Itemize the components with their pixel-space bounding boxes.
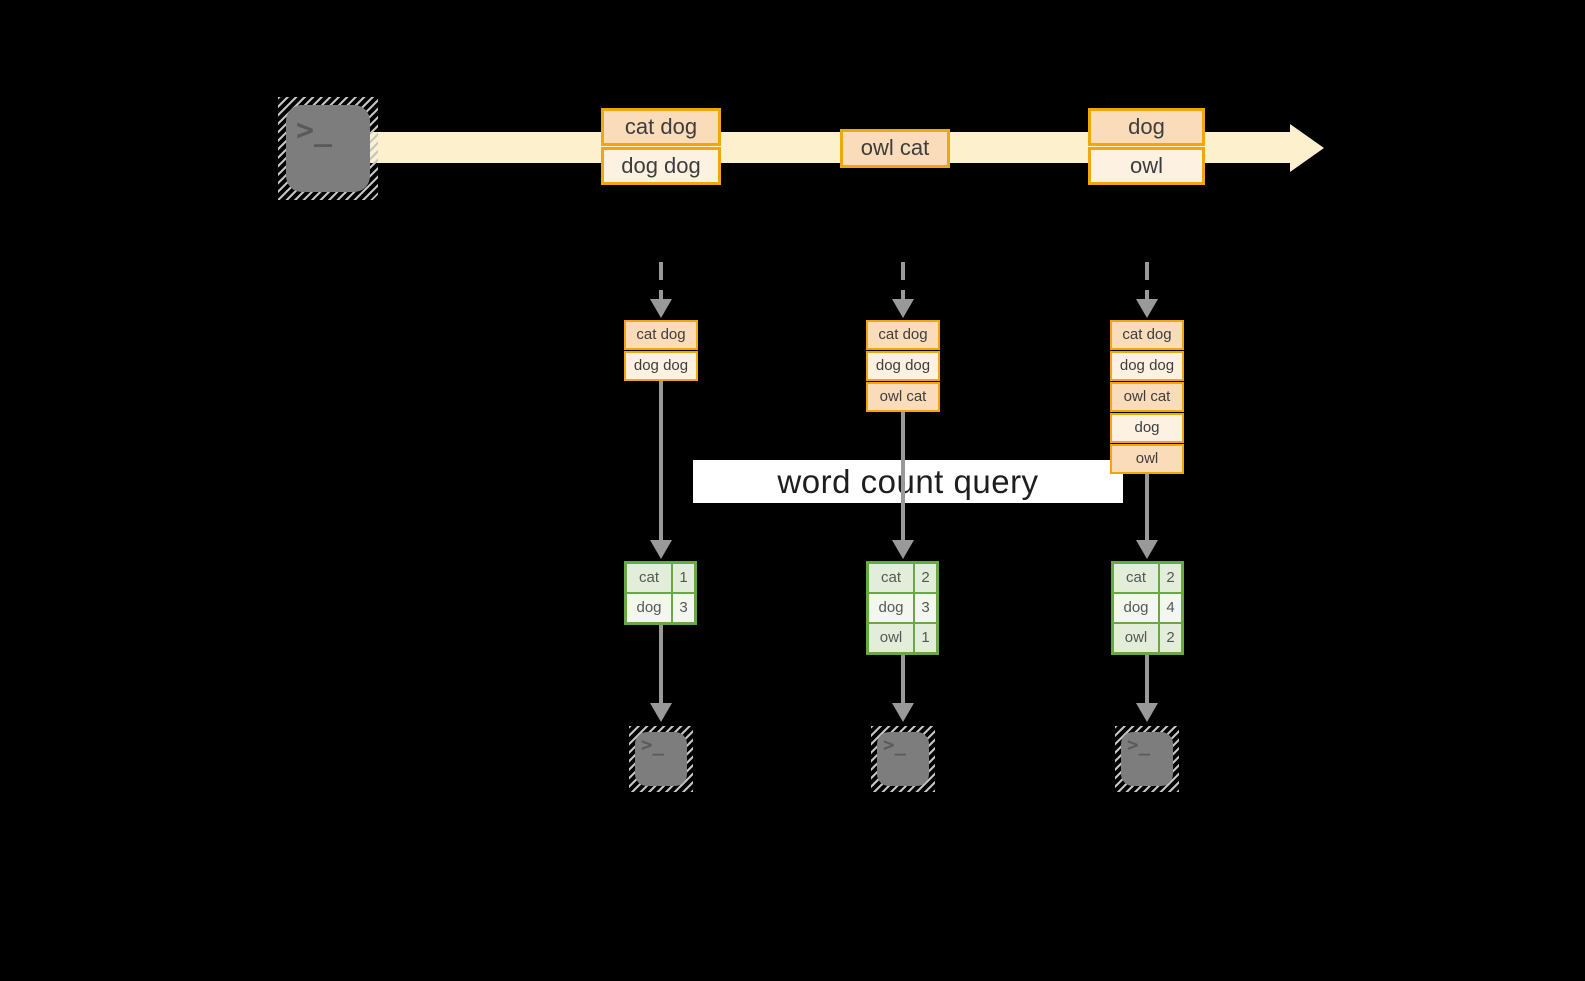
terminal-prompt-icon: >_ bbox=[883, 734, 906, 756]
terminal-prompt-icon: >_ bbox=[1127, 734, 1150, 756]
query-label: word count query bbox=[693, 460, 1123, 503]
source-terminal-icon: >_ bbox=[278, 97, 378, 200]
ingest-arrow-head bbox=[650, 299, 672, 318]
state-record: dog dog bbox=[1110, 351, 1184, 381]
count-cell: 1 bbox=[915, 624, 936, 652]
stream-record: owl bbox=[1088, 147, 1205, 185]
count-cell: 2 bbox=[1160, 624, 1181, 652]
state-record: cat dog bbox=[1110, 320, 1184, 350]
result-table: cat 1 dog 3 bbox=[624, 561, 697, 625]
terminal-prompt-icon: >_ bbox=[641, 734, 664, 756]
query-arrow-head bbox=[1136, 540, 1158, 559]
stream-record: cat dog bbox=[601, 108, 721, 146]
sink-terminal-icon: >_ bbox=[629, 726, 693, 792]
stream-record: dog bbox=[1088, 108, 1205, 146]
output-arrow-line bbox=[659, 625, 663, 703]
output-arrow-head bbox=[892, 703, 914, 722]
result-table: cat 2 dog 4 owl 2 bbox=[1111, 561, 1184, 655]
state-record: cat dog bbox=[624, 320, 698, 350]
terminal-screen bbox=[286, 105, 370, 192]
terminal-screen bbox=[635, 732, 687, 786]
ingest-arrow-head bbox=[1136, 299, 1158, 318]
state-record: owl cat bbox=[866, 382, 940, 412]
query-arrow-head bbox=[892, 540, 914, 559]
output-arrow-head bbox=[1136, 703, 1158, 722]
query-arrow-line bbox=[1145, 474, 1149, 540]
query-arrow-line bbox=[659, 381, 663, 540]
output-arrow-line bbox=[1145, 655, 1149, 703]
word-cell: cat bbox=[1114, 564, 1158, 592]
word-cell: dog bbox=[869, 594, 913, 622]
terminal-screen bbox=[1121, 732, 1173, 786]
terminal-screen bbox=[877, 732, 929, 786]
word-cell: dog bbox=[1114, 594, 1158, 622]
word-cell: cat bbox=[627, 564, 671, 592]
count-cell: 3 bbox=[915, 594, 936, 622]
output-arrow-head bbox=[650, 703, 672, 722]
word-cell: owl bbox=[1114, 624, 1158, 652]
stream-record: dog dog bbox=[601, 147, 721, 185]
count-cell: 1 bbox=[673, 564, 694, 592]
word-cell: dog bbox=[627, 594, 671, 622]
state-record: dog bbox=[1110, 413, 1184, 443]
ingest-arrow-head bbox=[892, 299, 914, 318]
query-arrow-line bbox=[901, 412, 905, 540]
count-cell: 2 bbox=[915, 564, 936, 592]
state-record: dog dog bbox=[624, 351, 698, 381]
sink-terminal-icon: >_ bbox=[871, 726, 935, 792]
terminal-prompt-icon: >_ bbox=[296, 113, 333, 148]
state-record: dog dog bbox=[866, 351, 940, 381]
output-arrow-line bbox=[901, 655, 905, 703]
state-record: owl bbox=[1110, 444, 1184, 474]
ingest-arrow-line bbox=[1145, 262, 1149, 300]
state-record: owl cat bbox=[1110, 382, 1184, 412]
ingest-arrow-line bbox=[659, 262, 663, 300]
count-cell: 3 bbox=[673, 594, 694, 622]
query-arrow-head bbox=[650, 540, 672, 559]
count-cell: 4 bbox=[1160, 594, 1181, 622]
result-table: cat 2 dog 3 owl 1 bbox=[866, 561, 939, 655]
word-cell: cat bbox=[869, 564, 913, 592]
count-cell: 2 bbox=[1160, 564, 1181, 592]
stream-arrow-head bbox=[1290, 124, 1324, 172]
word-cell: owl bbox=[869, 624, 913, 652]
stream-record: owl cat bbox=[840, 129, 950, 168]
sink-terminal-icon: >_ bbox=[1115, 726, 1179, 792]
ingest-arrow-line bbox=[901, 262, 905, 300]
state-record: cat dog bbox=[866, 320, 940, 350]
